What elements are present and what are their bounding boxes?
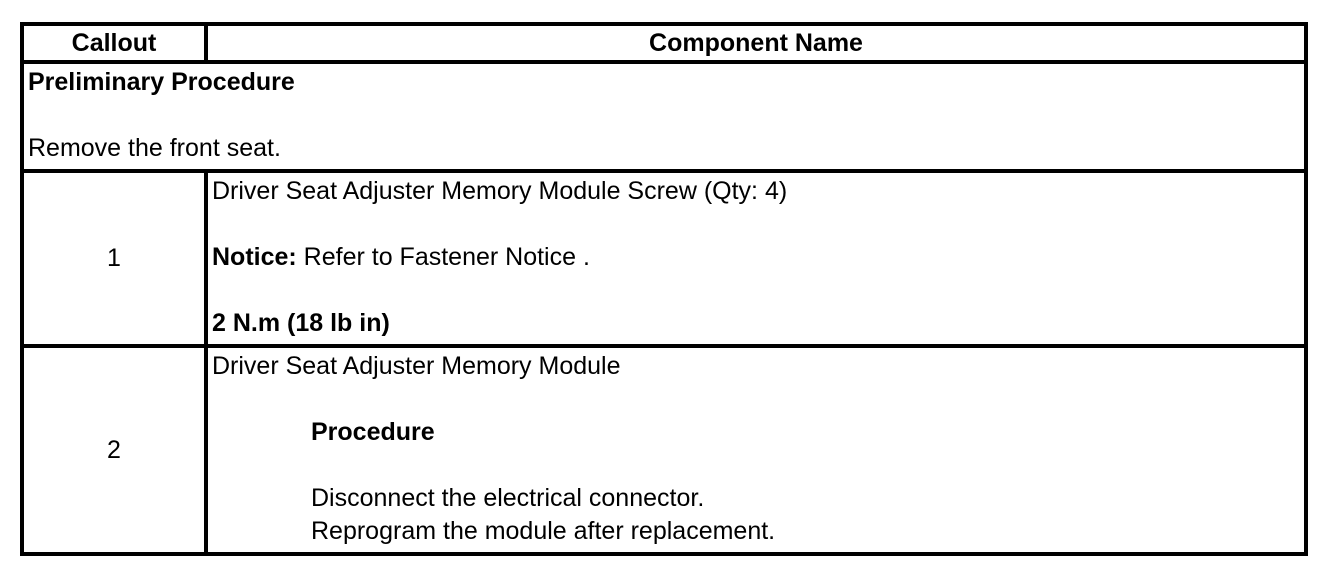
component-name-text: Driver Seat Adjuster Memory Module Screw…	[212, 177, 788, 205]
procedure-heading: Procedure	[311, 418, 435, 446]
callout-number: 2	[20, 344, 208, 556]
component-description-cell: Driver Seat Adjuster Memory Module Screw…	[204, 169, 1308, 348]
callout-column-header: Callout	[20, 22, 208, 64]
notice-line: Notice: Refer to Fastener Notice .	[212, 241, 1300, 274]
preliminary-procedure-cell: Preliminary Procedure Remove the front s…	[20, 60, 1308, 173]
table-row-callout-1: 1 Driver Seat Adjuster Memory Module Scr…	[20, 169, 1308, 348]
notice-text: Refer to Fastener Notice .	[296, 243, 590, 271]
procedure-step: Reprogram the module after replacement.	[311, 517, 776, 545]
preliminary-procedure-row: Preliminary Procedure Remove the front s…	[20, 60, 1308, 173]
table-row-callout-2: 2 Driver Seat Adjuster Memory Module Pro…	[20, 344, 1308, 556]
notice-label: Notice:	[212, 243, 297, 271]
component-description-cell: Driver Seat Adjuster Memory Module Proce…	[204, 344, 1308, 556]
torque-spec: 2 N.m (18 lb in)	[212, 309, 390, 337]
component-name-text: Driver Seat Adjuster Memory Module	[212, 352, 621, 380]
preliminary-procedure-title: Preliminary Procedure	[28, 68, 295, 96]
preliminary-procedure-instruction: Remove the front seat.	[28, 134, 281, 162]
component-callout-table: Callout Component Name Preliminary Proce…	[20, 22, 1308, 556]
component-name-column-header: Component Name	[204, 22, 1308, 64]
procedure-step: Disconnect the electrical connector.	[311, 484, 705, 512]
callout-number: 1	[20, 169, 208, 348]
table-header-row: Callout Component Name	[20, 22, 1308, 64]
